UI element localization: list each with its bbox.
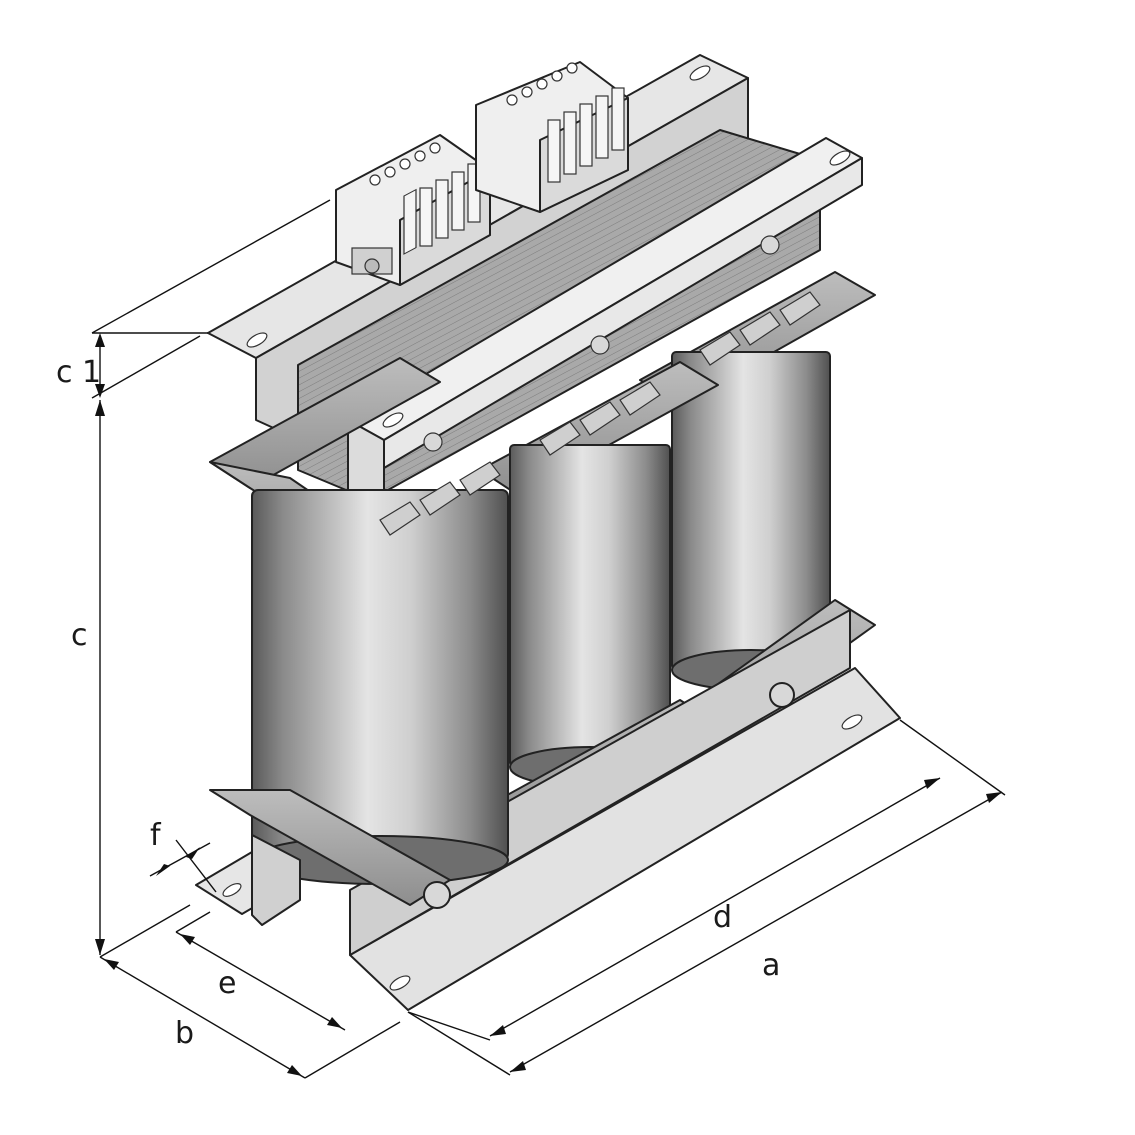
front-top-clamp-bar (347, 137, 863, 501)
dimension-label-b: b (175, 1016, 194, 1051)
dimension-label-c1: c 1 (56, 355, 101, 390)
dimension-label-a: a (762, 948, 780, 983)
terminal-block-left (335, 134, 491, 286)
dimension-lines (91, 199, 1006, 1079)
dimension-label-d: d (713, 900, 732, 935)
dimension-label-e: e (218, 966, 236, 1001)
dimension-label-c: c (71, 618, 88, 653)
terminal-block-right (475, 61, 629, 213)
dimension-label-f: f (150, 818, 162, 853)
coil-1 (209, 357, 509, 909)
bottom-left-bracket (195, 834, 301, 926)
